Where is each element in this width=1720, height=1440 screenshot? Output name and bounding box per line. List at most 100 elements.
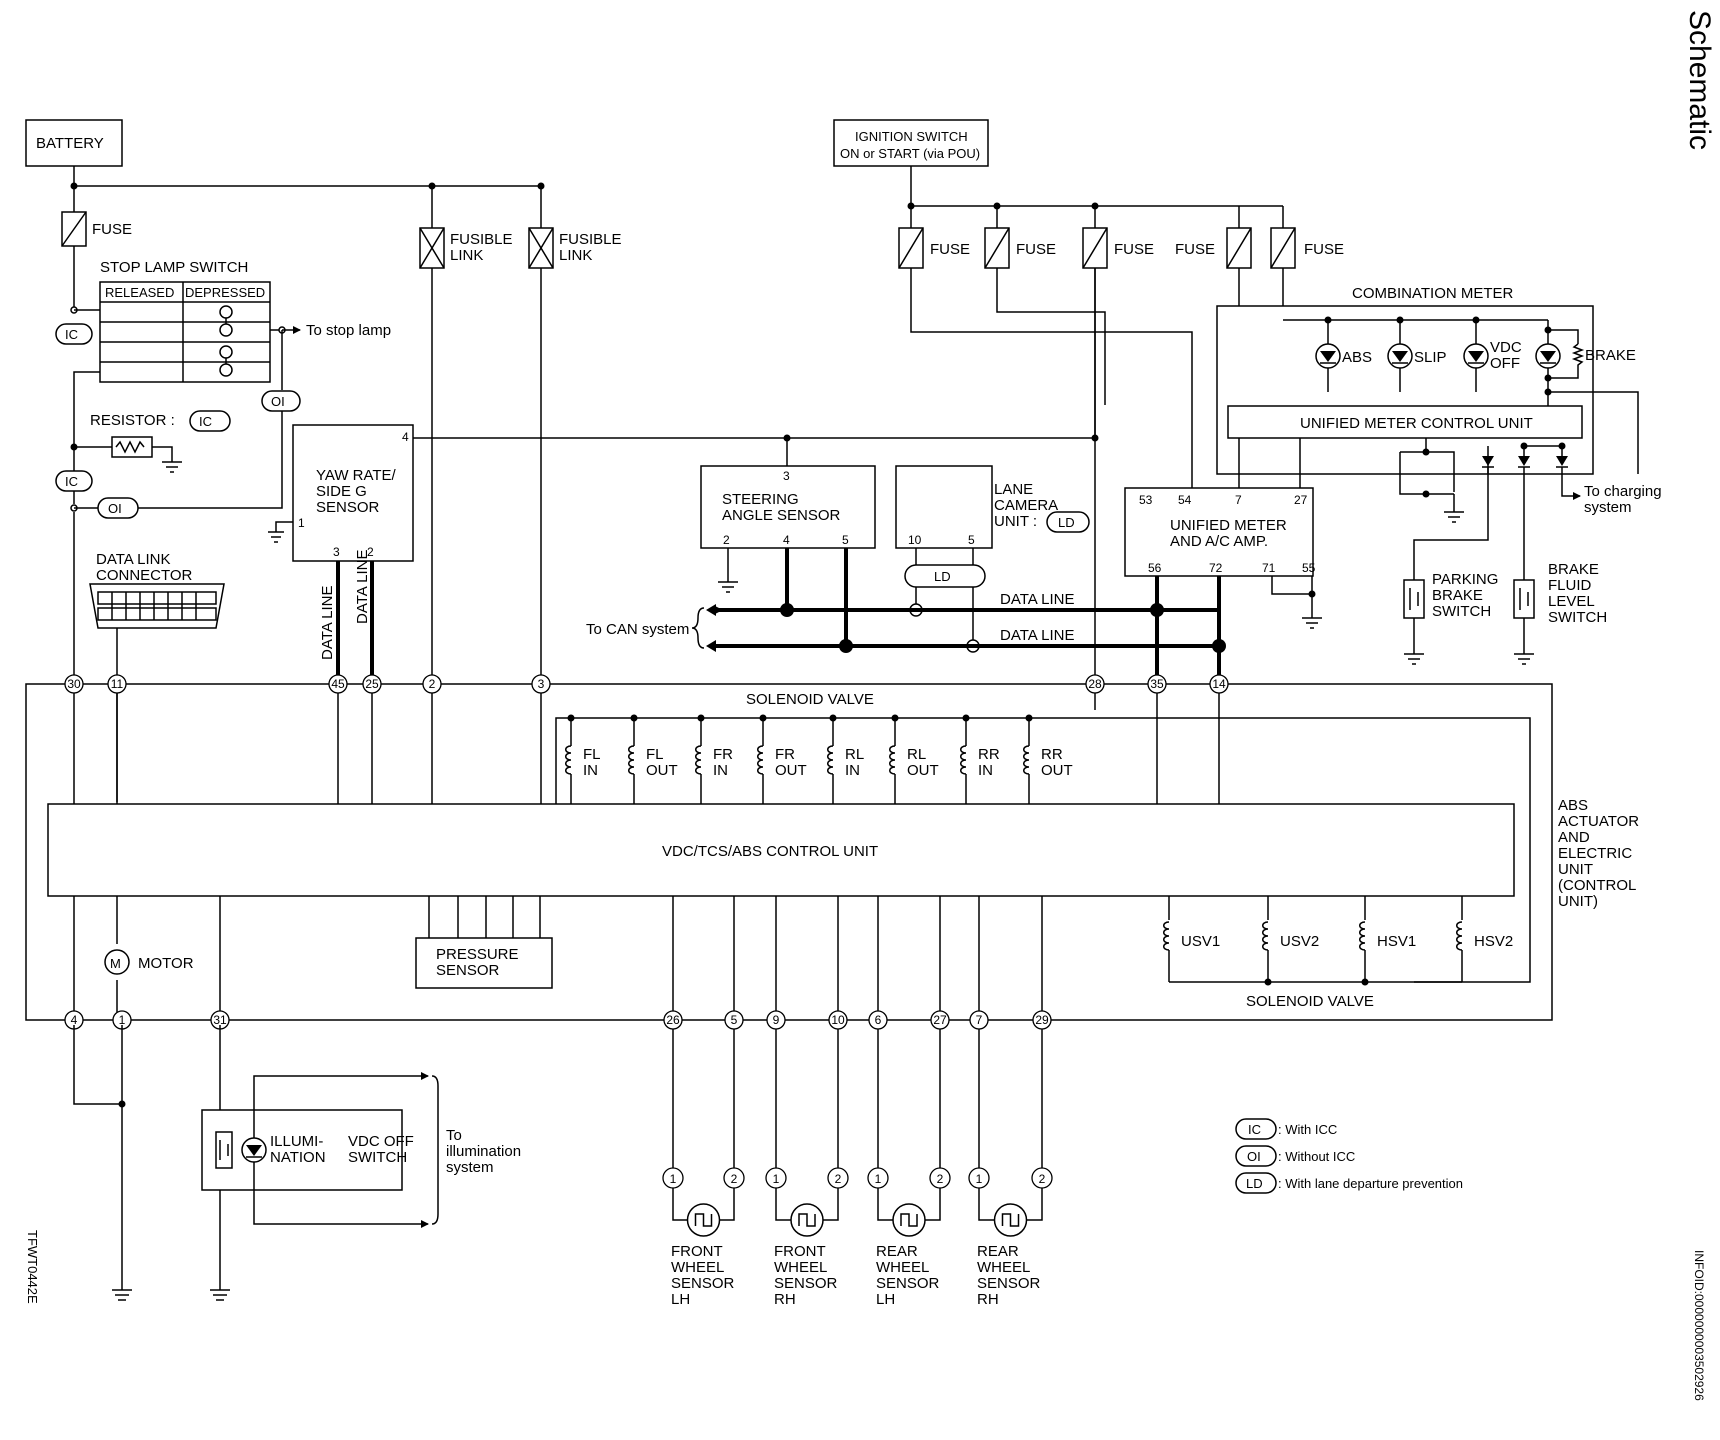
svg-text:UNIT): UNIT) xyxy=(1558,893,1598,910)
svg-text:56: 56 xyxy=(1148,561,1162,575)
svg-text:ON or START (via POU): ON or START (via POU) xyxy=(840,146,980,161)
wheel-sensor-label: RH xyxy=(774,1291,796,1308)
solenoid-valve-upper: SOLENOID VALVE xyxy=(555,691,1531,983)
motor-glyph: M xyxy=(110,956,121,971)
svg-text:LD: LD xyxy=(1058,515,1075,530)
ignition-switch: IGNITION SWITCH ON or START (via POU) xyxy=(833,119,989,167)
svg-text:27: 27 xyxy=(1294,493,1308,507)
svg-text:BRAKE: BRAKE xyxy=(1585,347,1636,364)
solenoid-label: IN xyxy=(845,762,860,779)
svg-text:NATION: NATION xyxy=(270,1149,326,1166)
battery: BATTERY xyxy=(25,119,123,167)
svg-text:UNIT: UNIT xyxy=(1558,861,1593,878)
abs-actuator-frame: ABS ACTUATOR AND ELECTRIC UNIT (CONTROL … xyxy=(25,683,1639,1021)
svg-text:SWITCH: SWITCH xyxy=(1548,609,1607,626)
svg-text:CAMERA: CAMERA xyxy=(994,497,1058,514)
svg-text:OI: OI xyxy=(271,394,285,409)
svg-text:IGNITION SWITCH: IGNITION SWITCH xyxy=(855,129,968,144)
solenoid-hsv1: HSV1 xyxy=(1357,920,1416,951)
wheel-sensor-label: LH xyxy=(671,1291,690,1308)
svg-text:55: 55 xyxy=(1302,561,1316,575)
data-link-connector[interactable]: DATA LINK CONNECTOR xyxy=(89,551,225,629)
ic-tag-2: IC xyxy=(55,470,93,492)
svg-text:LD: LD xyxy=(1246,1176,1263,1191)
svg-text:illumination: illumination xyxy=(446,1143,521,1160)
solenoid-usv2: USV2 xyxy=(1260,920,1319,951)
page-title: Schematic xyxy=(1683,10,1716,150)
wheel-pin: 1 xyxy=(976,1172,983,1186)
svg-text:10: 10 xyxy=(908,533,922,547)
pin-number: 30 xyxy=(67,677,81,691)
wheel-sensor-label: REAR xyxy=(876,1243,918,1260)
svg-text:IC: IC xyxy=(1248,1122,1261,1137)
solenoid-label: FR xyxy=(713,746,733,763)
pin-number: 10 xyxy=(831,1013,845,1027)
wheel-sensor-label: SENSOR xyxy=(876,1275,940,1292)
ignition-fuses: FUSE FUSE FUSE FUSE FUSE xyxy=(898,227,1344,269)
svg-text:UNIT :: UNIT : xyxy=(994,513,1037,530)
wheel-sensor-label: FRONT xyxy=(671,1243,723,1260)
resistor: RESISTOR : IC xyxy=(70,410,231,473)
svg-text:7: 7 xyxy=(1235,493,1242,507)
wheel-pin: 2 xyxy=(835,1172,842,1186)
wheel-pin: 1 xyxy=(670,1172,677,1186)
lane-camera-unit: LANE CAMERA UNIT : LD 10 5 xyxy=(895,465,1090,549)
wheel-pin: 2 xyxy=(731,1172,738,1186)
can-data-lines: DATA LINE DATA LINE To CAN system xyxy=(586,591,1226,653)
svg-text:4: 4 xyxy=(402,430,409,444)
svg-text:RELEASED: RELEASED xyxy=(105,285,174,300)
solenoid-label: IN xyxy=(713,762,728,779)
oi-tag-2: OI xyxy=(97,497,139,519)
wheel-sensor-label: LH xyxy=(876,1291,895,1308)
wheel-sensor-label: SENSOR xyxy=(671,1275,735,1292)
connector-pin: 11 xyxy=(107,674,127,694)
connector-pin: 28 xyxy=(1085,674,1105,694)
svg-text:To CAN system: To CAN system xyxy=(586,621,689,638)
svg-text:To stop lamp: To stop lamp xyxy=(306,322,391,339)
solenoid-label: RR xyxy=(978,746,1000,763)
svg-text:VDC: VDC xyxy=(1490,339,1522,356)
svg-text:OI: OI xyxy=(1247,1149,1261,1164)
svg-text:LEVEL: LEVEL xyxy=(1548,593,1595,610)
svg-text:ELECTRIC: ELECTRIC xyxy=(1558,845,1632,862)
pin-number: 5 xyxy=(731,1013,738,1027)
svg-text:IC: IC xyxy=(65,327,78,342)
svg-text:PRESSURE: PRESSURE xyxy=(436,946,519,963)
svg-text:2: 2 xyxy=(367,545,374,559)
pin-number: 25 xyxy=(365,677,379,691)
svg-text:ABS: ABS xyxy=(1342,349,1372,366)
svg-text:ACTUATOR: ACTUATOR xyxy=(1558,813,1639,830)
connector-pin: 25 xyxy=(362,674,382,694)
svg-text:71: 71 xyxy=(1262,561,1276,575)
svg-text:STOP LAMP SWITCH: STOP LAMP SWITCH xyxy=(100,259,248,276)
connector-pin: 31 xyxy=(210,1010,230,1030)
wheel-sensor-label: WHEEL xyxy=(876,1259,929,1276)
svg-text:1: 1 xyxy=(298,516,305,530)
svg-text:FUSE: FUSE xyxy=(1175,241,1215,258)
wheel-pin: 1 xyxy=(875,1172,882,1186)
svg-text:FUSIBLE: FUSIBLE xyxy=(450,231,513,248)
pin-number: 6 xyxy=(875,1013,882,1027)
wheel-sensor-label: REAR xyxy=(977,1243,1019,1260)
svg-text:COMBINATION METER: COMBINATION METER xyxy=(1352,285,1514,302)
svg-text:4: 4 xyxy=(783,533,790,547)
solenoid-valve-lower: SOLENOID VALVE xyxy=(1168,896,1463,1010)
pin-number: 2 xyxy=(429,677,436,691)
vdc-tcs-abs-control-unit: VDC/TCS/ABS CONTROL UNIT xyxy=(47,803,1515,897)
wheel-sensor-label: SENSOR xyxy=(977,1275,1041,1292)
svg-text:DATA LINK: DATA LINK xyxy=(96,551,170,568)
svg-text:54: 54 xyxy=(1178,493,1192,507)
svg-text:VDC/TCS/ABS CONTROL UNIT: VDC/TCS/ABS CONTROL UNIT xyxy=(662,843,878,860)
vdc-off-switch[interactable]: ILLUMI- NATION VDC OFF SWITCH To illumin… xyxy=(201,1072,521,1228)
svg-text:(CONTROL: (CONTROL xyxy=(1558,877,1636,894)
svg-text:DEPRESSED: DEPRESSED xyxy=(185,285,265,300)
svg-text:SOLENOID VALVE: SOLENOID VALVE xyxy=(1246,993,1374,1010)
